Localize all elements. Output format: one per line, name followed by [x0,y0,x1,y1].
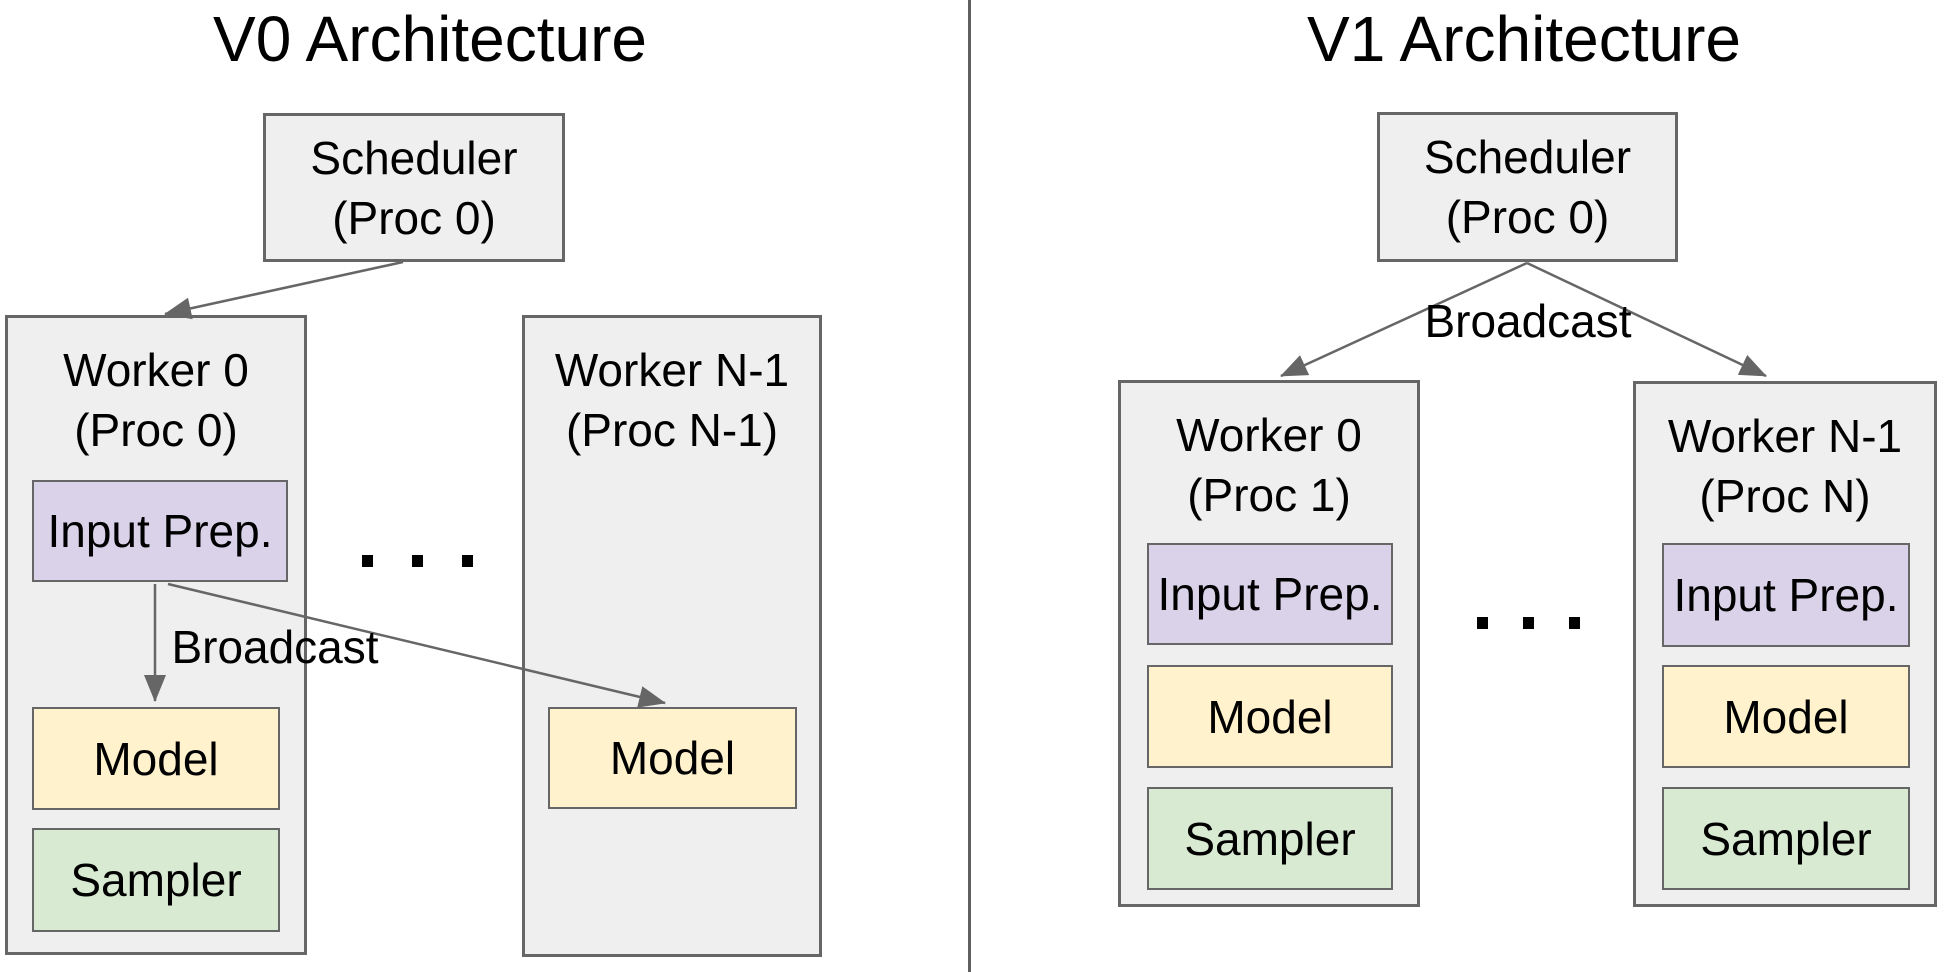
v0-worker0-sampler-box: Sampler [32,828,280,932]
v0-scheduler-box: Scheduler (Proc 0) [263,113,565,262]
v0-arrow-scheduler-to-worker0 [164,260,404,320]
v1-worker-n1-label: Worker N-1 (Proc N) [1636,406,1934,526]
v1-worker0-input-prep-label: Input Prep. [1157,568,1383,620]
v0-worker-n1-label-line2: (Proc N-1) [565,404,779,456]
v1-worker-n1-input-prep-box: Input Prep. [1662,543,1910,647]
v1-worker-n1-model-box: Model [1662,665,1910,768]
dot [462,555,473,567]
v1-worker0-input-prep-box: Input Prep. [1147,543,1393,645]
v1-ellipsis-dots [1477,617,1580,629]
v0-worker-n1-model-label: Model [609,732,736,784]
v1-scheduler-label-line1: Scheduler [1423,131,1632,183]
dot [362,555,373,567]
v0-worker0-label-line2: (Proc 0) [74,404,238,456]
v0-scheduler-label-line1: Scheduler [310,131,518,184]
v0-worker-n1-box: Worker N-1 (Proc N-1) Model [522,315,822,957]
v0-title: V0 Architecture [213,3,647,75]
v1-worker-n1-input-prep-label: Input Prep. [1673,569,1899,621]
v1-worker-n1-label-line1: Worker N-1 [1667,410,1903,462]
v1-worker0-sampler-label: Sampler [1184,812,1356,865]
v0-worker0-label-line1: Worker 0 [63,344,249,396]
v0-worker0-input-prep-box: Input Prep. [32,480,288,582]
v1-worker0-box: Worker 0 (Proc 1) Input Prep. Model Samp… [1118,380,1420,907]
v0-worker0-label: Worker 0 (Proc 0) [8,340,304,460]
v1-title: V1 Architecture [1307,3,1741,75]
dot [412,555,423,567]
v0-worker0-input-prep-label: Input Prep. [47,505,273,557]
v1-worker-n1-sampler-label: Sampler [1700,812,1872,865]
v1-worker0-label-line1: Worker 0 [1176,409,1362,461]
v1-worker-n1-model-label: Model [1723,690,1849,743]
v0-worker0-model-label: Model [93,732,219,785]
v0-worker-n1-model-box: Model [548,707,797,809]
v1-worker-n1-box: Worker N-1 (Proc N) Input Prep. Model Sa… [1633,381,1937,907]
v1-worker0-label: Worker 0 (Proc 1) [1121,405,1417,525]
v1-scheduler-label-line2: (Proc 0) [1445,191,1610,243]
v0-scheduler-label-line2: (Proc 0) [332,191,496,244]
v1-worker0-label-line2: (Proc 1) [1187,469,1351,521]
dot [1477,617,1488,629]
v1-worker-n1-label-line2: (Proc N) [1699,470,1871,522]
v1-scheduler-box: Scheduler (Proc 0) [1377,112,1678,262]
v1-worker0-model-box: Model [1147,665,1393,768]
v1-worker-n1-sampler-box: Sampler [1662,787,1910,890]
panel-divider [968,0,971,972]
v0-worker-n1-label-line1: Worker N-1 [554,344,790,396]
v1-broadcast-label: Broadcast [1424,295,1632,347]
v0-worker0-sampler-label: Sampler [70,854,242,906]
dot [1569,617,1580,629]
v1-worker0-model-label: Model [1207,690,1333,743]
v0-broadcast-label: Broadcast [171,621,379,673]
dot [1523,617,1534,629]
v0-ellipsis-dots [362,555,473,567]
v0-worker0-model-box: Model [32,707,280,810]
v1-worker0-sampler-box: Sampler [1147,787,1393,890]
v0-worker-n1-label: Worker N-1 (Proc N-1) [525,340,819,460]
